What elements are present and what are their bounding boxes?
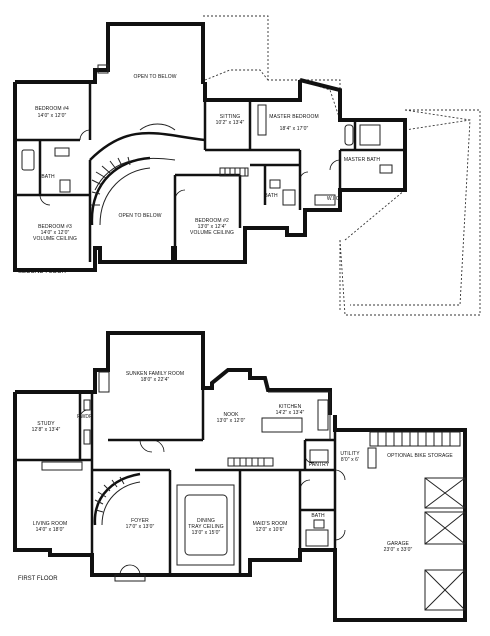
dining-room — [176, 484, 235, 566]
garage-label: GARAGE — [387, 541, 410, 547]
pantry-label: PANTRY — [309, 462, 330, 468]
closet-icon — [97, 64, 109, 74]
master-bedroom-label: MASTER BEDROOM — [269, 114, 318, 120]
fireplace-lower-icon — [98, 371, 110, 393]
roof-outline — [203, 15, 481, 316]
nook-label: NOOK — [223, 412, 239, 418]
bedroom4-door — [79, 129, 91, 141]
first-floor-outer-wall — [15, 331, 332, 415]
sink-icon — [59, 179, 71, 193]
bath2-toilet-icon — [269, 179, 281, 189]
master-toilet-icon — [379, 164, 393, 174]
shower-icon — [359, 124, 381, 146]
toilet-icon — [54, 147, 70, 157]
powder-label: PWDR — [77, 414, 93, 420]
open-above-label: OPEN TO BELOW — [133, 74, 176, 80]
bike-storage-rack — [369, 431, 461, 447]
sitting-label: SITTING — [220, 114, 240, 120]
spiral-stair-lower — [93, 472, 141, 526]
maids-room-label: MAID'S ROOM — [253, 521, 288, 527]
kitchen-size: 14'2" x 13'4" — [276, 410, 305, 416]
living-room-size: 14'0" x 18'0" — [36, 527, 65, 533]
front-entry — [114, 564, 146, 582]
pwdr-toilet-icon — [83, 399, 91, 411]
master-bath-label: MASTER BATH — [344, 157, 381, 163]
bath1-label: BATH — [41, 174, 55, 180]
utility-label: UTILITY — [340, 451, 360, 457]
study-size: 12'8" x 13'4" — [32, 427, 61, 433]
first-floor-caption: FIRST FLOOR — [18, 576, 58, 582]
bedroom2-label: BEDROOM #2 — [195, 218, 229, 224]
kitchen-counter — [268, 391, 331, 440]
bath-label: BATH — [311, 513, 325, 519]
wic-label: W.I.C. — [327, 196, 341, 202]
dining-label: DINING — [197, 518, 215, 524]
pwdr-sink-icon — [83, 429, 91, 445]
garage-size: 23'0" x 33'0" — [384, 547, 413, 553]
utility-size: 8'0" x 6' — [341, 457, 359, 463]
maid-shower-icon — [305, 529, 329, 547]
bath2-tub-icon — [282, 189, 296, 206]
sitting-size: 10'2" x 13'4" — [216, 120, 245, 126]
nook-size: 13'0" x 12'0" — [217, 418, 246, 424]
living-fireplace-icon — [41, 461, 83, 471]
garage-doors — [424, 477, 466, 611]
family-room-size: 18'0" x 22'4" — [141, 377, 170, 383]
bedroom3-note: VOLUME CEILING — [33, 236, 77, 242]
maids-room-size: 12'0" x 10'6" — [256, 527, 285, 533]
master-bedroom-size: 18'4" x 17'0" — [280, 126, 309, 132]
foyer-label: FOYER — [131, 518, 149, 524]
foyer-size: 17'0" x 13'0" — [126, 524, 155, 530]
bathtub-icon — [21, 149, 35, 171]
master-tub-icon — [344, 124, 354, 146]
fireplace-icon — [257, 104, 267, 136]
bath2-label: BATH — [264, 193, 278, 199]
stair-lower — [227, 457, 274, 467]
bedroom3-size: 14'0" x 12'0" — [41, 230, 70, 236]
bedroom2-size: 13'0" x 12'4" — [198, 224, 227, 230]
pantry — [309, 449, 329, 463]
storage-label: OPTIONAL BIKE STORAGE — [387, 453, 453, 459]
bedroom4-wall — [15, 22, 205, 84]
second-floor-caption: SECOND FLOOR — [18, 269, 67, 275]
stair-upper — [219, 167, 249, 177]
living-room-label: LIVING ROOM — [33, 521, 67, 527]
kitchen-island — [261, 417, 303, 433]
second-floor-plan: OPEN TO BELOW BEDROOM #4 14'0" x 12'0" B… — [13, 15, 481, 316]
open-below-label: OPEN TO BELOW — [118, 213, 161, 219]
bedroom3-label: BEDROOM #3 — [38, 224, 72, 230]
bedroom2-note: VOLUME CEILING — [190, 230, 234, 236]
first-floor-plan: SUNKEN FAMILY ROOM 18'0" x 22'4" STUDY 1… — [13, 331, 467, 622]
tray-ceiling — [184, 494, 228, 556]
spiral-stair-upper — [90, 156, 151, 226]
study-label: STUDY — [37, 421, 55, 427]
bedroom4-size: 14'0" x 12'0" — [38, 113, 67, 119]
master-sink-icon — [314, 194, 336, 206]
dining-note: TRAY CEILING — [188, 524, 223, 530]
maid-toilet-icon — [313, 519, 325, 529]
kitchen-label: KITCHEN — [279, 404, 302, 410]
bedroom4-label: BEDROOM #4 — [35, 106, 69, 112]
family-room-label: SUNKEN FAMILY ROOM — [126, 371, 184, 377]
dining-size: 13'0" x 15'0" — [192, 530, 221, 536]
